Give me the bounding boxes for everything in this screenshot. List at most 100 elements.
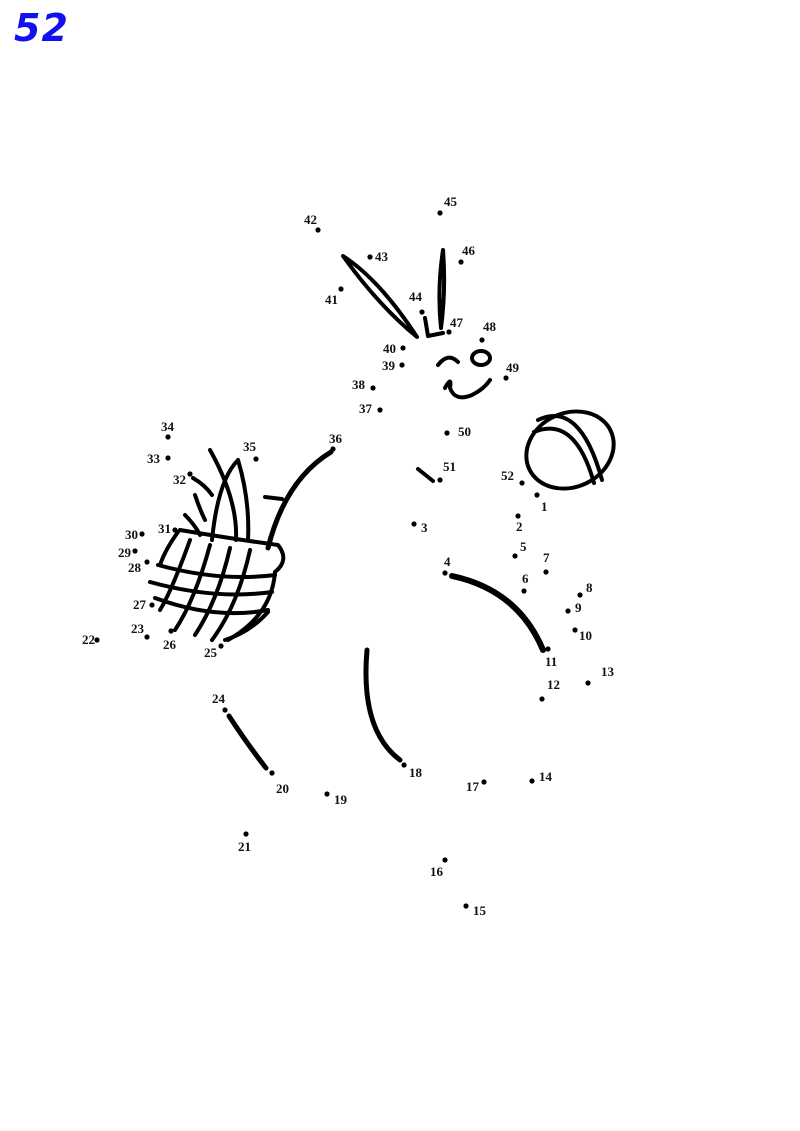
dot-label: 37 bbox=[359, 401, 373, 416]
dot-label: 29 bbox=[118, 545, 132, 560]
dot-4: 4 bbox=[442, 554, 451, 576]
dot-label: 52 bbox=[501, 468, 514, 483]
dot-label: 17 bbox=[466, 779, 480, 794]
dot-marker bbox=[419, 309, 425, 315]
dot-31: 31 bbox=[158, 521, 178, 536]
dot-marker bbox=[503, 375, 509, 381]
dot-10: 10 bbox=[572, 627, 592, 643]
basket-drawing bbox=[148, 448, 286, 642]
dot-42: 42 bbox=[304, 212, 321, 233]
dot-20: 20 bbox=[269, 770, 289, 796]
dot-marker bbox=[144, 559, 150, 565]
dot-label: 20 bbox=[276, 781, 289, 796]
leg-drawing bbox=[363, 647, 403, 763]
dot-37: 37 bbox=[359, 401, 383, 416]
dot-7: 7 bbox=[543, 550, 550, 575]
dot-marker bbox=[521, 588, 527, 594]
dot-marker bbox=[377, 407, 383, 413]
dot-38: 38 bbox=[352, 377, 376, 392]
dot-label: 6 bbox=[522, 571, 529, 586]
dot-46: 46 bbox=[458, 243, 476, 265]
dot-marker bbox=[515, 513, 521, 519]
dot-2: 2 bbox=[515, 513, 523, 534]
belly-arc-drawing bbox=[449, 573, 546, 653]
dot-marker bbox=[437, 477, 443, 483]
dot-11: 11 bbox=[545, 646, 557, 669]
dot-label: 46 bbox=[462, 243, 476, 258]
dot-26: 26 bbox=[163, 628, 177, 652]
dot-marker bbox=[442, 570, 448, 576]
arm-cuff-drawing bbox=[263, 495, 284, 501]
dot-marker bbox=[437, 210, 443, 216]
dot-marker bbox=[144, 634, 150, 640]
dot-12: 12 bbox=[539, 677, 560, 702]
dot-36: 36 bbox=[329, 431, 343, 452]
dot-label: 27 bbox=[133, 597, 147, 612]
dot-label: 40 bbox=[383, 341, 396, 356]
dot-label: 23 bbox=[131, 621, 145, 636]
foot-drawing bbox=[226, 713, 269, 771]
dot-25: 25 bbox=[204, 643, 224, 660]
dot-33: 33 bbox=[147, 451, 171, 466]
numbered-dots: 1234567891011121314151617181920212223242… bbox=[82, 194, 615, 918]
dot-marker bbox=[269, 770, 275, 776]
dot-label: 3 bbox=[421, 520, 428, 535]
dot-marker bbox=[139, 531, 145, 537]
dot-29: 29 bbox=[118, 545, 138, 560]
dot-label: 36 bbox=[329, 431, 343, 446]
dot-23: 23 bbox=[131, 621, 150, 640]
dot-label: 7 bbox=[543, 550, 550, 565]
dot-15: 15 bbox=[463, 903, 487, 918]
dot-label: 19 bbox=[334, 792, 348, 807]
dot-44: 44 bbox=[409, 289, 425, 315]
dot-marker bbox=[168, 628, 174, 634]
dot-marker bbox=[463, 903, 469, 909]
dot-marker bbox=[458, 259, 464, 265]
dot-label: 22 bbox=[82, 632, 95, 647]
dot-marker bbox=[330, 446, 336, 452]
closed-eye-drawing bbox=[436, 355, 460, 367]
dot-marker bbox=[165, 434, 171, 440]
dot-marker bbox=[529, 778, 535, 784]
dot-19: 19 bbox=[324, 791, 348, 807]
dot-marker bbox=[572, 627, 578, 633]
dot-marker bbox=[218, 643, 224, 649]
dot-label: 13 bbox=[601, 664, 615, 679]
dot-marker bbox=[222, 707, 228, 713]
dot-17: 17 bbox=[466, 779, 487, 794]
dot-label: 8 bbox=[586, 580, 593, 595]
dot-marker bbox=[253, 456, 259, 462]
dot-label: 25 bbox=[204, 645, 218, 660]
dot-label: 39 bbox=[382, 358, 396, 373]
dot-label: 24 bbox=[212, 691, 226, 706]
dot-marker bbox=[400, 345, 406, 351]
dot-24: 24 bbox=[212, 691, 228, 713]
dot-marker bbox=[519, 480, 525, 486]
dot-label: 15 bbox=[473, 903, 487, 918]
dot-45: 45 bbox=[437, 194, 458, 216]
dot-marker bbox=[512, 553, 518, 559]
dot-marker bbox=[446, 329, 452, 335]
dot-marker bbox=[539, 696, 545, 702]
dot-5: 5 bbox=[512, 539, 527, 559]
dot-47: 47 bbox=[446, 315, 464, 335]
dot-14: 14 bbox=[529, 769, 553, 784]
dot-21: 21 bbox=[238, 831, 251, 854]
dot-marker bbox=[442, 857, 448, 863]
dot-label: 45 bbox=[444, 194, 458, 209]
dot-label: 50 bbox=[458, 424, 471, 439]
dot-40: 40 bbox=[383, 341, 406, 356]
dot-label: 2 bbox=[516, 519, 523, 534]
dot-3: 3 bbox=[411, 520, 428, 535]
dot-label: 48 bbox=[483, 319, 497, 334]
dot-marker bbox=[479, 337, 485, 343]
egg-stripe-2 bbox=[532, 426, 596, 485]
dot-35: 35 bbox=[243, 439, 259, 462]
dot-label: 30 bbox=[125, 527, 138, 542]
open-eye-drawing bbox=[470, 349, 492, 367]
dot-34: 34 bbox=[161, 419, 175, 440]
dot-marker bbox=[370, 385, 376, 391]
dot-label: 38 bbox=[352, 377, 366, 392]
dot-48: 48 bbox=[479, 319, 497, 343]
